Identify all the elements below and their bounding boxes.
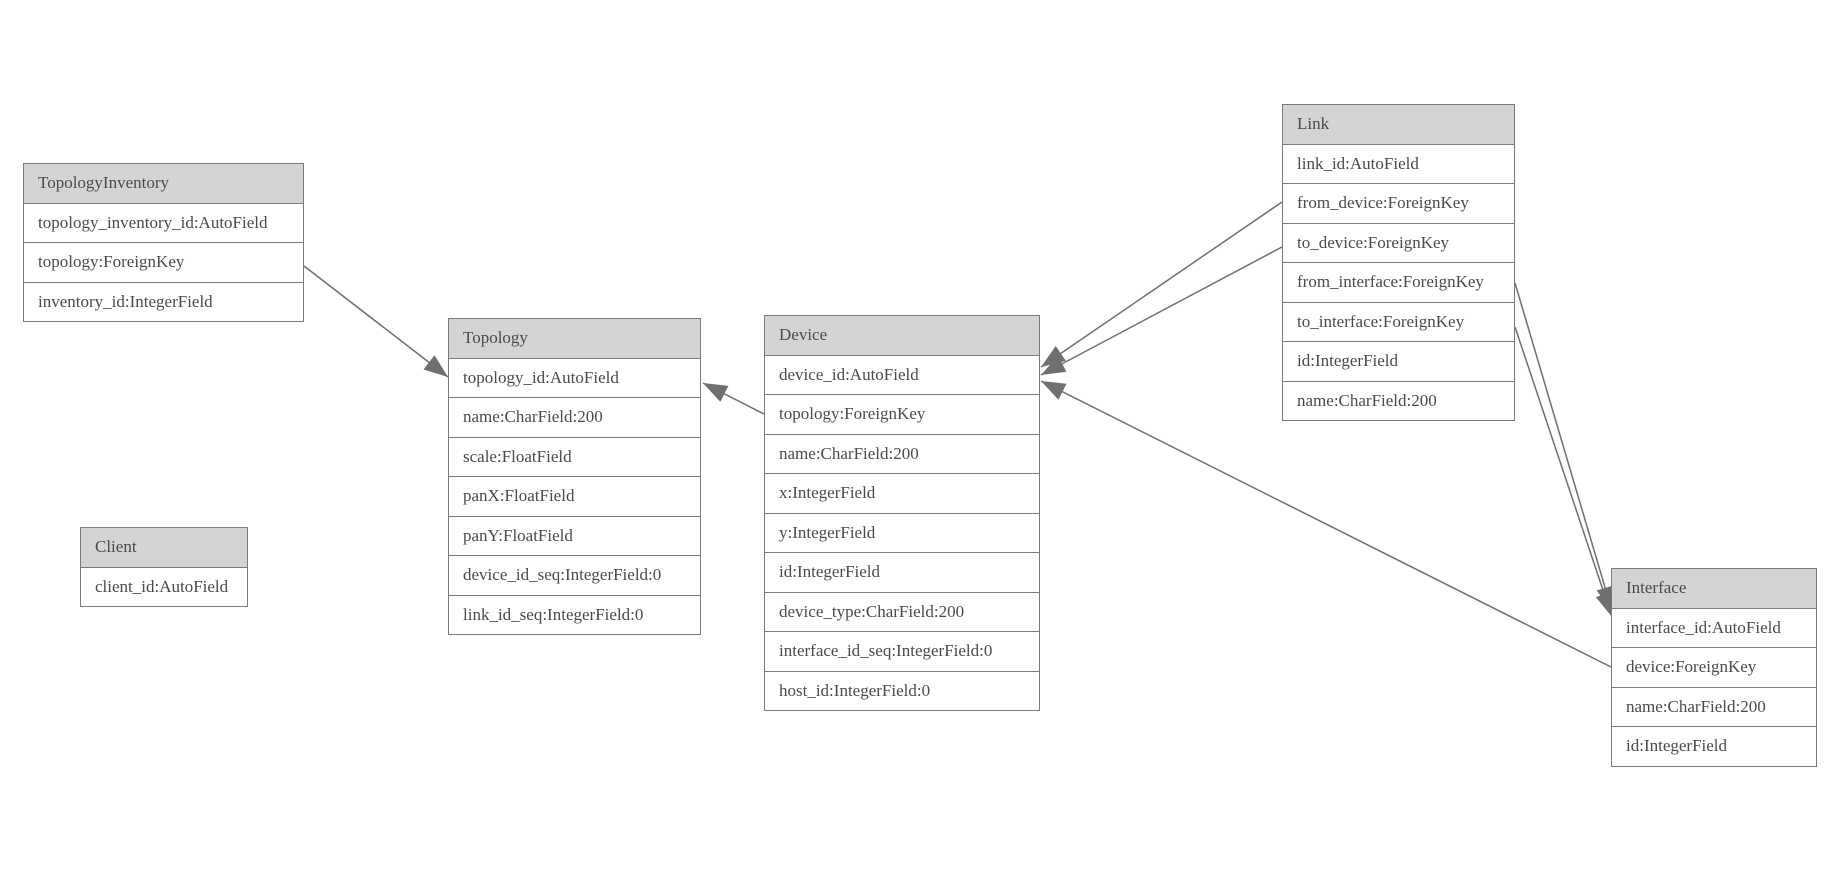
entity-topology: Topology topology_id:AutoField name:Char… bbox=[448, 318, 701, 635]
entity-title: Interface bbox=[1612, 569, 1816, 609]
field-row: from_device:ForeignKey bbox=[1283, 183, 1514, 223]
field-row: topology_id:AutoField bbox=[449, 358, 700, 397]
field-row: inventory_id:IntegerField bbox=[24, 281, 303, 321]
edge-interface-device-device bbox=[1040, 380, 1612, 668]
edge-topologyinventory-topology bbox=[303, 265, 449, 378]
field-row: link_id:AutoField bbox=[1283, 144, 1514, 183]
entity-title: Client bbox=[81, 528, 247, 568]
edge-link-to-interface-interface bbox=[1514, 326, 1613, 618]
entity-interface: Interface interface_id:AutoField device:… bbox=[1611, 568, 1817, 767]
edge-link-to-device-device bbox=[1040, 246, 1283, 376]
field-row: name:CharField:200 bbox=[449, 397, 700, 437]
edge-device-topology bbox=[702, 382, 765, 415]
field-row: to_interface:ForeignKey bbox=[1283, 301, 1514, 341]
field-row: panX:FloatField bbox=[449, 476, 700, 516]
entity-client: Client client_id:AutoField bbox=[80, 527, 248, 607]
field-row: name:CharField:200 bbox=[1612, 686, 1816, 726]
entity-device: Device device_id:AutoField topology:Fore… bbox=[764, 315, 1040, 711]
entity-title: TopologyInventory bbox=[24, 164, 303, 204]
field-row: device_type:CharField:200 bbox=[765, 591, 1039, 631]
entity-title: Device bbox=[765, 316, 1039, 356]
entity-title: Topology bbox=[449, 319, 700, 359]
field-row: link_id_seq:IntegerField:0 bbox=[449, 594, 700, 634]
field-row: topology_inventory_id:AutoField bbox=[24, 203, 303, 242]
field-row: from_interface:ForeignKey bbox=[1283, 262, 1514, 302]
field-row: device_id_seq:IntegerField:0 bbox=[449, 555, 700, 595]
field-row: interface_id:AutoField bbox=[1612, 608, 1816, 647]
field-row: client_id:AutoField bbox=[81, 567, 247, 606]
field-row: y:IntegerField bbox=[765, 512, 1039, 552]
edge-link-from-device-device bbox=[1040, 201, 1283, 368]
field-row: topology:ForeignKey bbox=[765, 394, 1039, 434]
field-row: interface_id_seq:IntegerField:0 bbox=[765, 631, 1039, 671]
field-row: topology:ForeignKey bbox=[24, 242, 303, 282]
field-row: id:IntegerField bbox=[1283, 341, 1514, 381]
entity-link: Link link_id:AutoField from_device:Forei… bbox=[1282, 104, 1515, 421]
field-row: name:CharField:200 bbox=[1283, 380, 1514, 420]
field-row: x:IntegerField bbox=[765, 473, 1039, 513]
field-row: name:CharField:200 bbox=[765, 433, 1039, 473]
field-row: device:ForeignKey bbox=[1612, 647, 1816, 687]
field-row: host_id:IntegerField:0 bbox=[765, 670, 1039, 710]
field-row: to_device:ForeignKey bbox=[1283, 222, 1514, 262]
field-row: id:IntegerField bbox=[1612, 726, 1816, 766]
edge-link-from-interface-interface bbox=[1514, 282, 1614, 612]
entity-topologyinventory: TopologyInventory topology_inventory_id:… bbox=[23, 163, 304, 322]
field-row: scale:FloatField bbox=[449, 436, 700, 476]
field-row: device_id:AutoField bbox=[765, 355, 1039, 394]
field-row: panY:FloatField bbox=[449, 515, 700, 555]
entity-title: Link bbox=[1283, 105, 1514, 145]
field-row: id:IntegerField bbox=[765, 552, 1039, 592]
